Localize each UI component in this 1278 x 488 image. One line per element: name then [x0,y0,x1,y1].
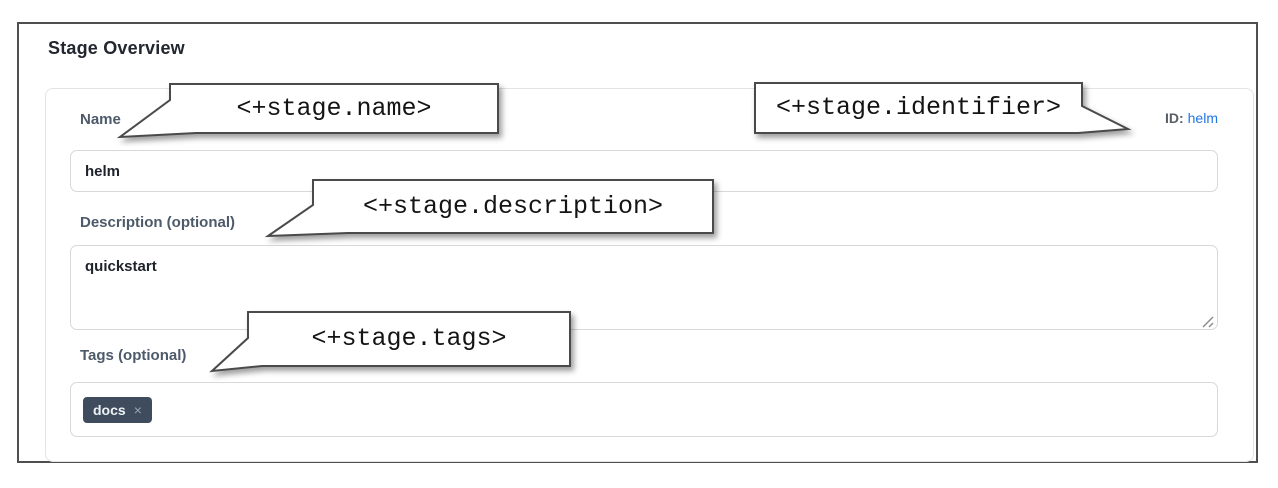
stage-id: ID:helm [1165,110,1218,126]
description-label: Description (optional) [80,214,235,231]
id-value-link[interactable]: helm [1187,110,1218,126]
tags-input[interactable]: docs × [70,382,1218,437]
textarea-resize-icon[interactable] [1199,313,1215,329]
tag-chip[interactable]: docs × [83,396,152,423]
tag-remove-icon[interactable]: × [133,401,142,418]
name-label: Name [80,111,121,128]
page-title: Stage Overview [48,38,185,58]
tags-label: Tags (optional) [80,347,187,364]
id-prefix-label: ID: [1164,110,1184,126]
tag-chip-label: docs [93,401,126,418]
description-textarea[interactable]: quickstart [70,245,1218,330]
name-input[interactable] [70,150,1218,192]
